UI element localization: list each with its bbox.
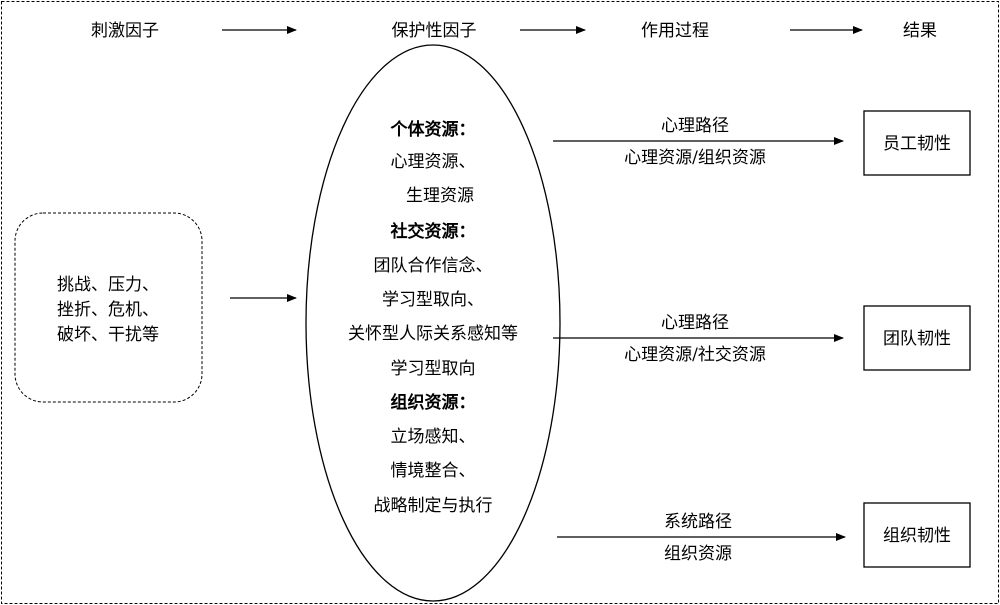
result-box — [863, 502, 971, 568]
resource-category-heading: 社交资源： — [390, 221, 476, 242]
resource-item: 立场感知、 — [391, 427, 476, 447]
path-resources: 心理资源/组织资源 — [624, 148, 766, 168]
resource-item: 战略制定与执行 — [374, 496, 493, 516]
resource-category-heading: 个体资源： — [390, 119, 476, 140]
path-resources: 心理资源/社交资源 — [624, 345, 766, 365]
resource-item: 心理资源、 — [391, 152, 476, 172]
protective-factors-ellipse — [305, 44, 561, 602]
path-name: 心理路径 — [661, 116, 729, 136]
header-result: 结果 — [903, 21, 937, 41]
resource-category-heading: 组织资源： — [391, 392, 476, 413]
resource-item: 关怀型人际关系感知等 — [348, 324, 518, 344]
resource-item: 学习型取向 — [391, 359, 476, 379]
path-name: 系统路径 — [664, 512, 732, 532]
resource-item: 团队合作信念、 — [374, 255, 493, 276]
resource-item: 生理资源 — [406, 186, 474, 206]
header-stimulus: 刺激因子 — [91, 21, 159, 41]
stimulus-line: 挑战、压力、 — [57, 275, 159, 295]
result-label: 团队韧性 — [883, 329, 951, 349]
path-resources: 组织资源 — [664, 544, 732, 564]
result-box — [863, 110, 971, 176]
resource-item: 学习型取向、 — [382, 290, 484, 310]
header-process: 作用过程 — [641, 21, 709, 41]
stimulus-box — [14, 212, 203, 403]
header-protective: 保护性因子 — [392, 21, 477, 41]
result-label: 组织韧性 — [883, 526, 951, 546]
resource-item: 情境整合、 — [391, 461, 476, 481]
stimulus-line: 挫折、危机、 — [57, 300, 159, 320]
stimulus-line: 破坏、干扰等 — [57, 325, 159, 345]
result-box — [863, 305, 971, 371]
result-label: 员工韧性 — [883, 134, 951, 154]
path-name: 心理路径 — [661, 313, 729, 333]
